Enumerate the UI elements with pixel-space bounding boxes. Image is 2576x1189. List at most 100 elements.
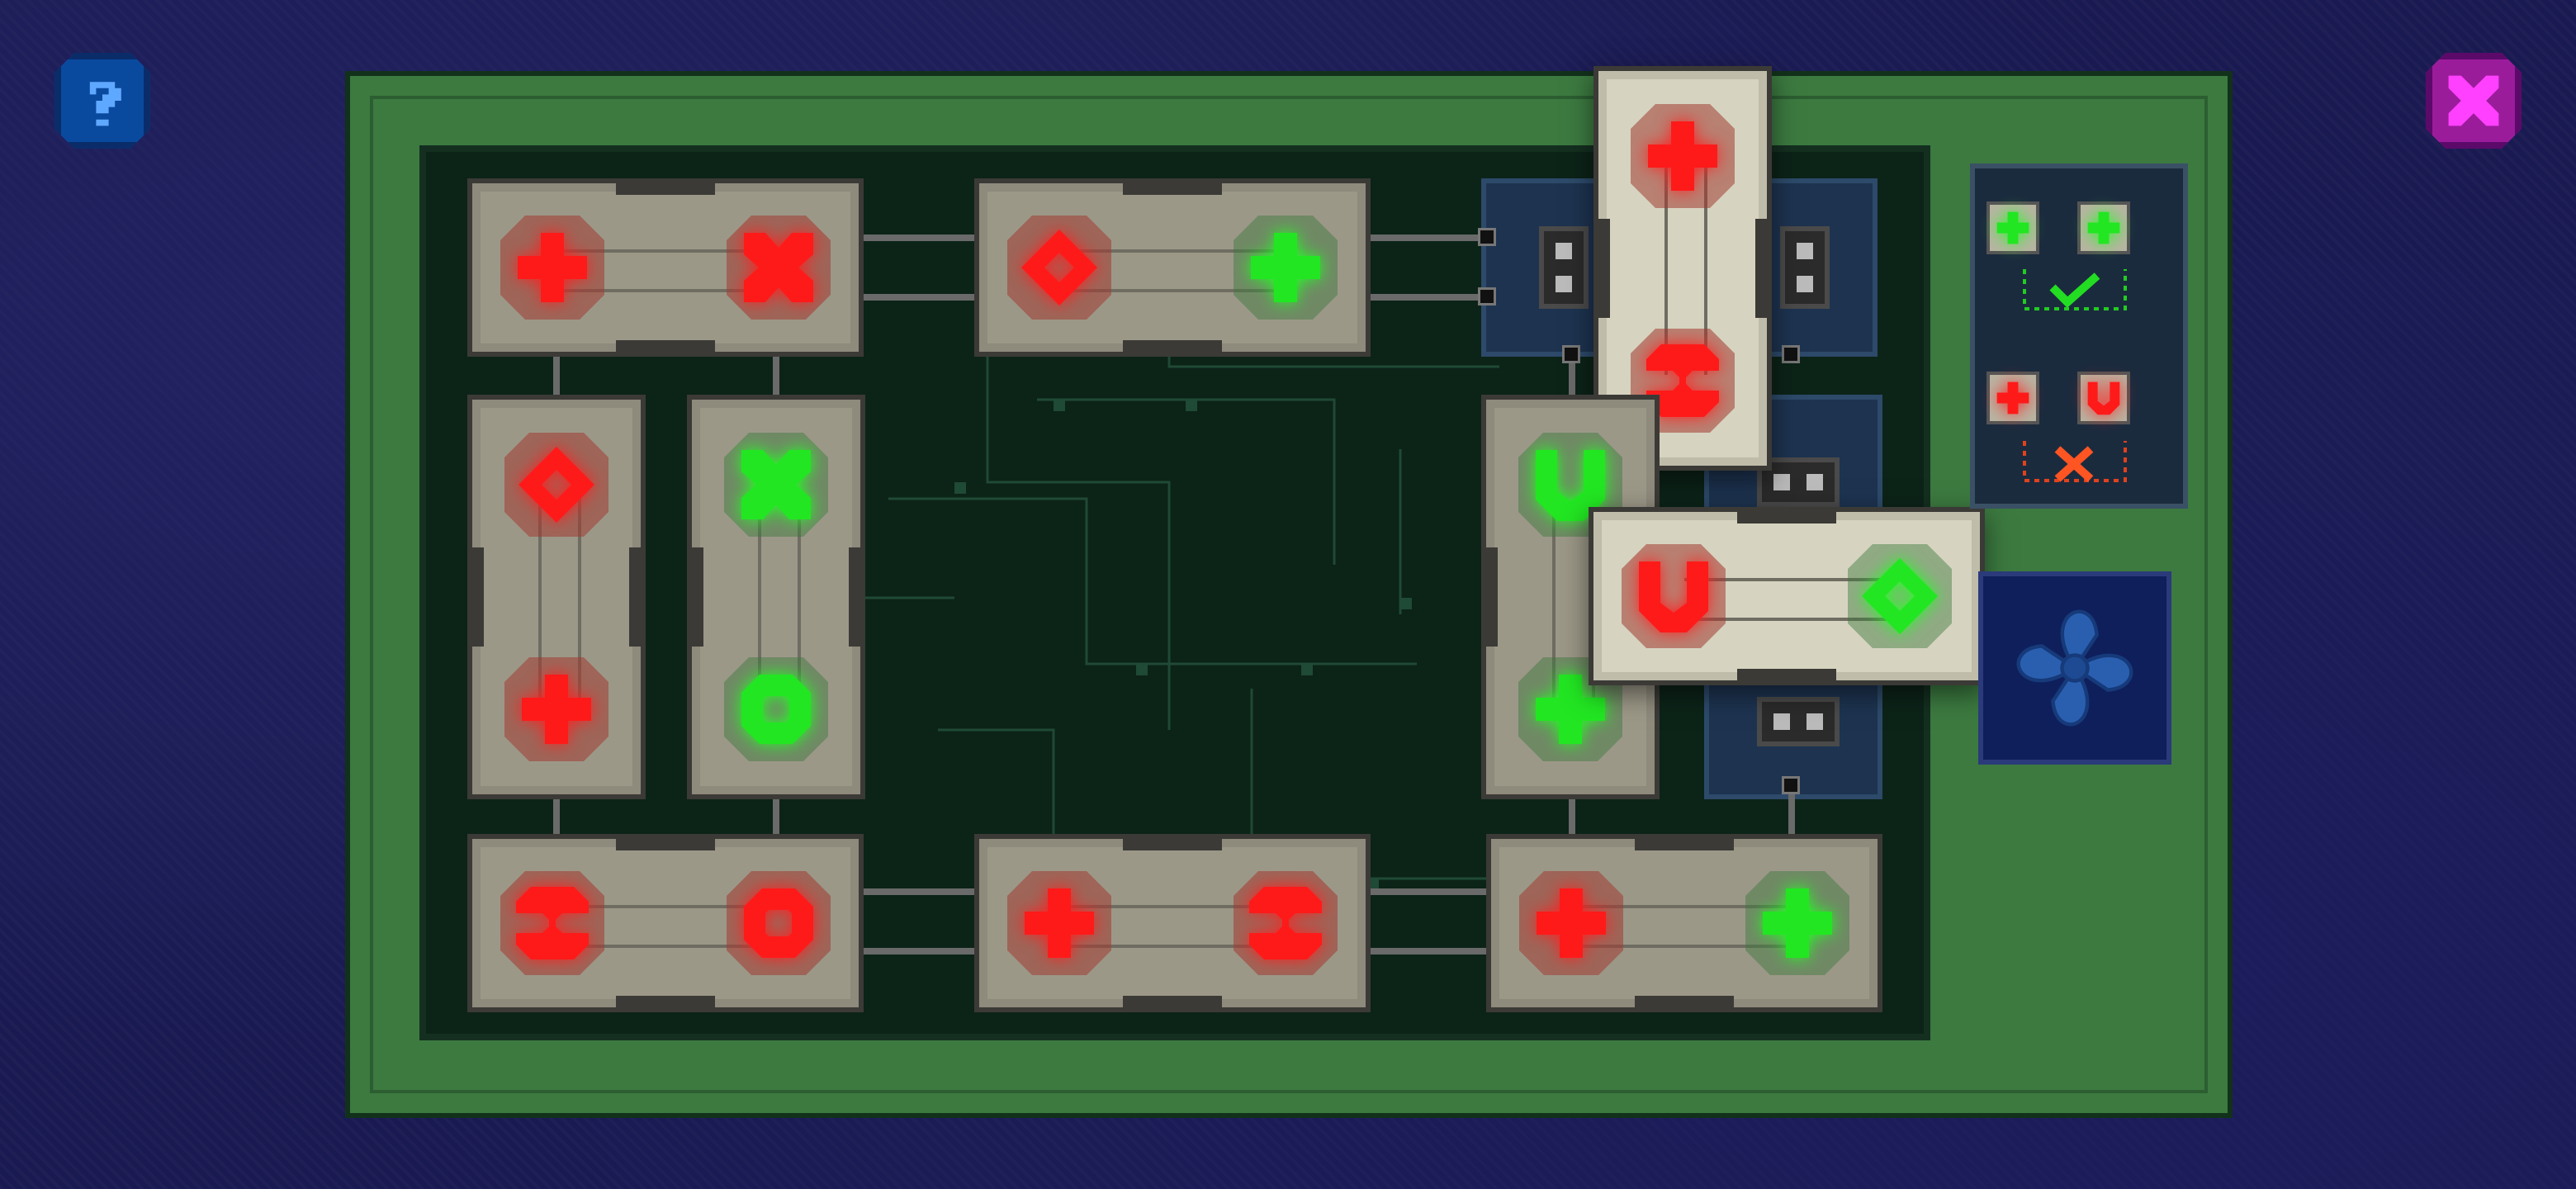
tile-notch bbox=[687, 547, 703, 647]
tile-channel bbox=[1582, 905, 1787, 948]
u-shape-red-icon bbox=[1639, 561, 1708, 632]
tile-5[interactable] bbox=[687, 395, 865, 799]
plus-green-icon bbox=[1763, 888, 1832, 958]
tile-channel bbox=[538, 490, 581, 703]
tile-3[interactable] bbox=[1593, 66, 1772, 471]
wire bbox=[553, 799, 560, 837]
wire bbox=[1371, 888, 1486, 895]
ring-green-icon bbox=[741, 675, 811, 744]
plus-green-icon bbox=[1996, 211, 2029, 244]
tile-socket bbox=[504, 657, 608, 761]
rules-legend bbox=[1970, 163, 2188, 509]
connector-pin bbox=[1478, 287, 1496, 306]
tile-notch bbox=[1737, 669, 1836, 685]
tile-socket bbox=[1631, 329, 1735, 433]
u-shape-red-icon bbox=[2087, 381, 2120, 415]
slot-connector bbox=[1757, 697, 1840, 746]
slot-connector bbox=[1780, 226, 1830, 309]
plus-green-icon bbox=[2087, 211, 2120, 244]
legend-mismatch-right bbox=[2077, 372, 2130, 424]
plus-red-icon bbox=[1648, 121, 1717, 191]
tile-notch bbox=[616, 834, 715, 850]
tile-notch bbox=[616, 340, 715, 357]
tile-socket bbox=[1848, 544, 1952, 648]
plus-red-icon bbox=[1025, 888, 1094, 958]
board-rim bbox=[370, 96, 2208, 1093]
slot-connector bbox=[1539, 226, 1589, 309]
tile-socket bbox=[500, 216, 604, 320]
plus-red-icon bbox=[1537, 888, 1606, 958]
tile-channel bbox=[1684, 578, 1889, 621]
tile-socket bbox=[504, 433, 608, 537]
plus-red-icon bbox=[1996, 381, 2029, 414]
tile-socket bbox=[727, 871, 831, 975]
tile-channel bbox=[1070, 905, 1275, 948]
plus-green-icon bbox=[1536, 675, 1605, 744]
tile-notch bbox=[1635, 834, 1734, 850]
tile-channel bbox=[563, 249, 768, 292]
diamond-red-icon bbox=[1021, 230, 1097, 306]
tile-socket bbox=[1622, 544, 1726, 648]
tile-notch bbox=[1123, 340, 1222, 357]
diamond-red-icon bbox=[519, 447, 594, 523]
tile-socket bbox=[1007, 871, 1111, 975]
wire bbox=[773, 799, 779, 837]
tile-notch bbox=[1481, 547, 1498, 647]
cross-icon bbox=[2023, 441, 2127, 482]
question-mark-icon bbox=[71, 69, 134, 132]
tile-notch bbox=[1593, 219, 1610, 318]
tile-socket bbox=[1745, 871, 1849, 975]
tile-7[interactable] bbox=[1589, 507, 1985, 685]
ring-red-icon bbox=[744, 888, 813, 958]
check-icon bbox=[2023, 269, 2127, 310]
help-button[interactable] bbox=[54, 53, 150, 149]
tile-9[interactable] bbox=[974, 834, 1371, 1012]
wire bbox=[1371, 234, 1481, 241]
tile-socket bbox=[1631, 104, 1735, 208]
wire bbox=[1788, 783, 1795, 837]
x-shape-green-icon bbox=[741, 450, 811, 519]
u-shape-green-icon bbox=[1536, 450, 1605, 521]
tile-2[interactable] bbox=[974, 178, 1371, 357]
wire bbox=[859, 948, 974, 955]
tile-socket bbox=[727, 216, 831, 320]
legend-mismatch-left bbox=[1986, 372, 2039, 424]
tile-notch bbox=[1123, 996, 1222, 1012]
diamond-green-icon bbox=[1862, 558, 1938, 634]
hourglass-red-icon bbox=[1646, 344, 1719, 417]
connector-pin bbox=[1782, 776, 1800, 794]
tile-8[interactable] bbox=[467, 834, 864, 1012]
wire bbox=[859, 294, 974, 301]
tile-socket bbox=[500, 871, 604, 975]
wire bbox=[1371, 294, 1481, 301]
tile-socket bbox=[1519, 871, 1623, 975]
fan-icon bbox=[2016, 609, 2133, 727]
tile-socket bbox=[1007, 216, 1111, 320]
tile-notch bbox=[1737, 507, 1836, 523]
tile-notch bbox=[1755, 219, 1772, 318]
legend-match-left bbox=[1986, 201, 2039, 254]
tile-socket bbox=[1234, 871, 1338, 975]
hourglass-red-icon bbox=[1249, 887, 1322, 959]
close-button[interactable] bbox=[2426, 53, 2522, 149]
tile-10[interactable] bbox=[1486, 834, 1882, 1012]
tile-channel bbox=[1664, 162, 1707, 375]
wire bbox=[553, 357, 560, 395]
plus-red-icon bbox=[522, 675, 591, 744]
tile-socket bbox=[724, 433, 828, 537]
tile-notch bbox=[616, 178, 715, 195]
fan-panel bbox=[1978, 571, 2171, 765]
wire bbox=[1569, 357, 1575, 395]
wire bbox=[1371, 948, 1486, 955]
connector-pin bbox=[1562, 345, 1580, 363]
tile-4[interactable] bbox=[467, 395, 646, 799]
tile-1[interactable] bbox=[467, 178, 864, 357]
tile-channel bbox=[1070, 249, 1275, 292]
plus-red-icon bbox=[518, 233, 587, 302]
plus-green-icon bbox=[1251, 233, 1320, 302]
x-shape-red-icon bbox=[744, 233, 813, 302]
tile-socket bbox=[1234, 216, 1338, 320]
tile-channel bbox=[758, 490, 801, 703]
tile-channel bbox=[563, 905, 768, 948]
hourglass-red-icon bbox=[516, 887, 589, 959]
